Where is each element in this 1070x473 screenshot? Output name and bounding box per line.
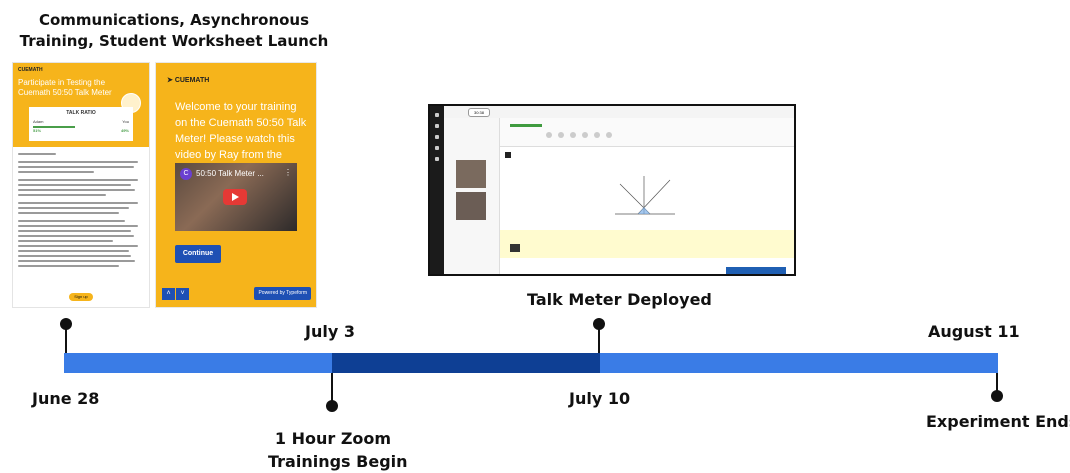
aug11-connector bbox=[996, 373, 998, 395]
june28-connector bbox=[65, 323, 67, 353]
worksheet-header bbox=[500, 118, 794, 147]
email-brand: CUEMATH bbox=[18, 67, 43, 73]
email-body-text bbox=[13, 147, 149, 276]
ratio-right-pct: 49% bbox=[120, 128, 129, 133]
timeline-training-period bbox=[332, 353, 600, 373]
email-signup-button[interactable]: Sign up bbox=[69, 293, 93, 301]
student-video bbox=[456, 192, 486, 220]
video-title: 50:50 Talk Meter ... bbox=[196, 169, 264, 178]
june28-label: June 28 bbox=[32, 389, 100, 408]
channel-avatar: C bbox=[180, 168, 192, 180]
july10-marker bbox=[593, 318, 605, 330]
ratio-left-pct: 51% bbox=[33, 128, 42, 133]
july3-marker bbox=[326, 400, 338, 412]
continue-button[interactable]: Continue bbox=[175, 245, 221, 263]
launch-heading: Communications, Asynchronous Training, S… bbox=[8, 10, 340, 52]
send-icon: ➤ bbox=[167, 77, 175, 84]
video-panel bbox=[444, 118, 500, 274]
typeform-brand: ➤ CUEMATH bbox=[167, 76, 209, 84]
training-video[interactable]: C 50:50 Talk Meter ... ⋮ bbox=[175, 163, 297, 231]
play-icon[interactable] bbox=[223, 189, 247, 205]
talk-ratio-meter bbox=[510, 124, 542, 127]
july10-label: July 10 bbox=[569, 389, 631, 408]
teacher-video bbox=[456, 160, 486, 188]
talk-meter-app-screenshot: 30:38 bbox=[428, 104, 796, 276]
worksheet-area bbox=[500, 118, 794, 274]
aug11-label: August 11 bbox=[928, 322, 1020, 341]
zoom-training-line1: 1 Hour Zoom bbox=[274, 429, 392, 448]
powered-by-badge[interactable]: Powered by Typeform bbox=[254, 287, 311, 300]
answer-toggle[interactable] bbox=[510, 244, 520, 252]
launch-heading-line2: Training, Student Worksheet Launch bbox=[19, 32, 329, 50]
talk-meter-deployed-label: Talk Meter Deployed bbox=[527, 290, 712, 309]
more-options-icon[interactable]: ⋮ bbox=[284, 168, 292, 177]
email-banner: CUEMATH Participate in Testing the Cuema… bbox=[13, 63, 149, 147]
experiment-ends-label: Experiment Ends bbox=[926, 412, 1070, 431]
geometry-diagram bbox=[615, 176, 675, 215]
ratio-left-name: Adam bbox=[33, 119, 44, 124]
app-top-bar: 30:38 bbox=[444, 106, 794, 118]
typeform-screenshot: ➤ CUEMATH Welcome to your training on th… bbox=[155, 62, 317, 308]
worksheet-marker bbox=[505, 152, 511, 158]
answer-box[interactable] bbox=[500, 230, 794, 258]
worksheet-tools bbox=[546, 132, 612, 138]
zoom-training-label: 1 Hour Zoom Trainings Begin bbox=[268, 427, 408, 473]
talk-ratio-names: Adam You bbox=[29, 119, 133, 124]
talk-ratio-bar bbox=[33, 126, 75, 128]
talk-ratio-values: 51% 49% bbox=[29, 128, 133, 133]
email-screenshot: CUEMATH Participate in Testing the Cuema… bbox=[12, 62, 150, 308]
session-timer: 30:38 bbox=[468, 108, 490, 117]
july3-connector bbox=[331, 373, 333, 405]
july10-connector bbox=[598, 323, 600, 353]
talk-ratio-card: TALK RATIO Adam You 51% 49% bbox=[29, 107, 133, 141]
chevron-up-icon[interactable]: ˄ bbox=[162, 288, 175, 300]
july3-label: July 3 bbox=[305, 322, 355, 341]
talk-ratio-title: TALK RATIO bbox=[66, 110, 96, 116]
aug11-marker bbox=[991, 390, 1003, 402]
app-sidebar-rail bbox=[430, 106, 444, 274]
zoom-training-line2: Trainings Begin bbox=[268, 452, 408, 471]
launch-heading-line1: Communications, Asynchronous bbox=[38, 11, 310, 29]
email-title: Participate in Testing the Cuemath 50:50… bbox=[18, 78, 112, 97]
ratio-right-name: You bbox=[122, 119, 129, 124]
typeform-nav: ˄ ˅ bbox=[162, 288, 189, 300]
app-status-bar bbox=[726, 267, 786, 274]
chevron-down-icon[interactable]: ˅ bbox=[176, 288, 189, 300]
june28-marker bbox=[60, 318, 72, 330]
typeform-brand-text: CUEMATH bbox=[174, 77, 210, 84]
